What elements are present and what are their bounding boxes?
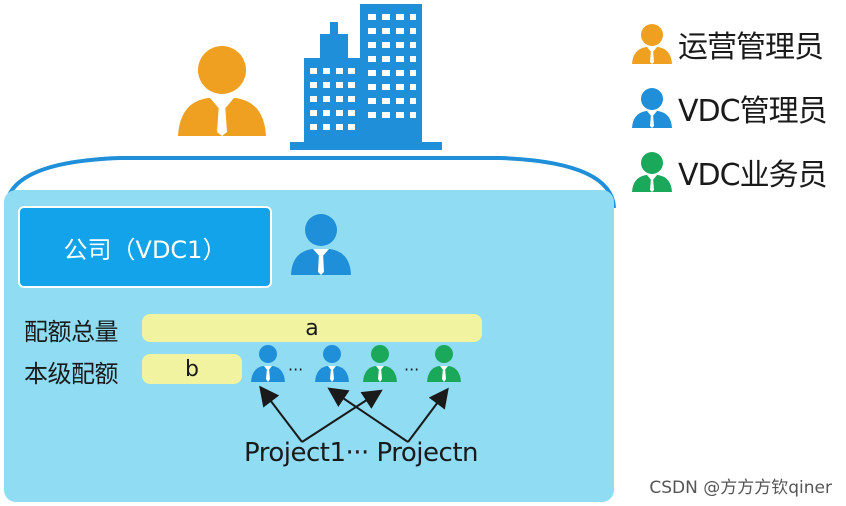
operator-legend-icon (632, 24, 672, 64)
quota-local-bar: b (142, 354, 242, 384)
vdc-admin-small-icon-2 (315, 345, 349, 382)
company-vdc-box: 公司（VDC1） (18, 206, 272, 288)
legend-vdc-operator: VDC业务员 (630, 150, 828, 194)
vdc-operator-legend-icon (632, 152, 672, 192)
watermark: CSDN @方方方钦qiner (649, 478, 832, 498)
vdc-admin-legend-icon (632, 88, 672, 128)
legend-vdc-admin: VDC管理员 (630, 86, 828, 130)
ellipsis-1: ··· (288, 360, 304, 379)
operator-person-icon (178, 46, 266, 136)
vdc-admin-icon (291, 214, 351, 275)
legend-vdc-admin-label: VDC管理员 (678, 94, 828, 129)
quota-total-label: 配额总量 (24, 318, 119, 346)
quota-total-bar: a (142, 314, 482, 342)
legend-operator-label: 运营管理员 (678, 30, 824, 65)
project-labels: Project1··· Projectn (244, 438, 479, 468)
legend-vdc-operator-label: VDC业务员 (678, 158, 828, 193)
buildings-icon (290, 4, 442, 150)
quota-local-label: 本级配额 (24, 360, 119, 388)
project-arrows (259, 385, 449, 443)
vdc-operator-small-icon-1 (363, 345, 397, 382)
legend-operator: 运营管理员 (630, 22, 824, 66)
project-member-icons (251, 345, 461, 382)
ellipsis-2: ··· (404, 360, 420, 379)
scope-bracket (4, 156, 616, 209)
vdc-admin-small-icon-1 (251, 345, 285, 382)
vdc-operator-small-icon-2 (427, 345, 461, 382)
